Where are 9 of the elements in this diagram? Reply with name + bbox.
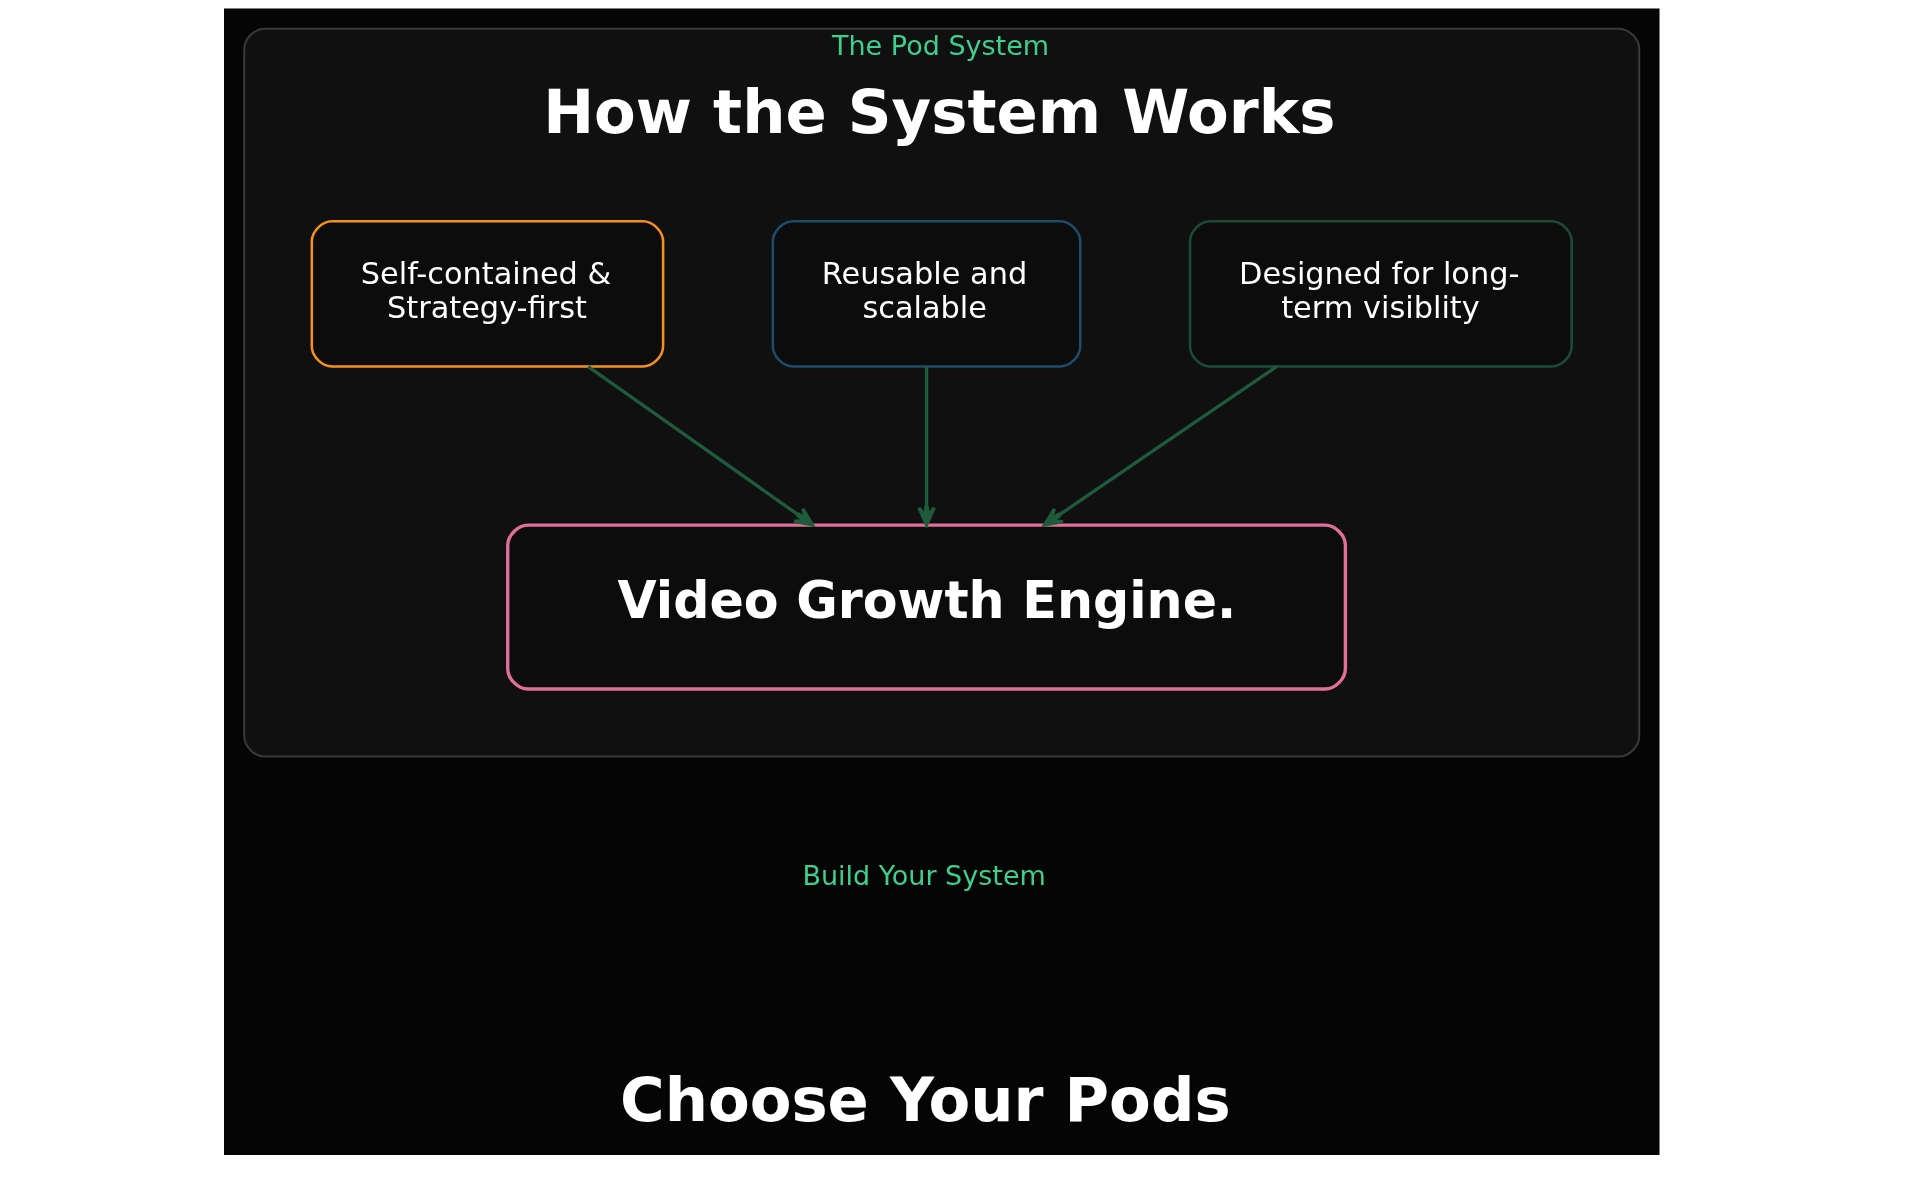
node-box: Video Growth Engine. bbox=[506, 523, 1348, 691]
node-box: Self-contained & Strategy-first bbox=[310, 219, 665, 368]
node-box: Designed for long-term visiblity bbox=[1188, 219, 1573, 368]
label: Choose Your Pods bbox=[620, 1065, 1231, 1136]
arrow bbox=[1043, 365, 1278, 527]
arrow bbox=[917, 366, 936, 527]
label: Build Your System bbox=[802, 859, 1046, 891]
node-box: Reusable and scalable bbox=[771, 219, 1082, 368]
arrow bbox=[587, 365, 815, 527]
